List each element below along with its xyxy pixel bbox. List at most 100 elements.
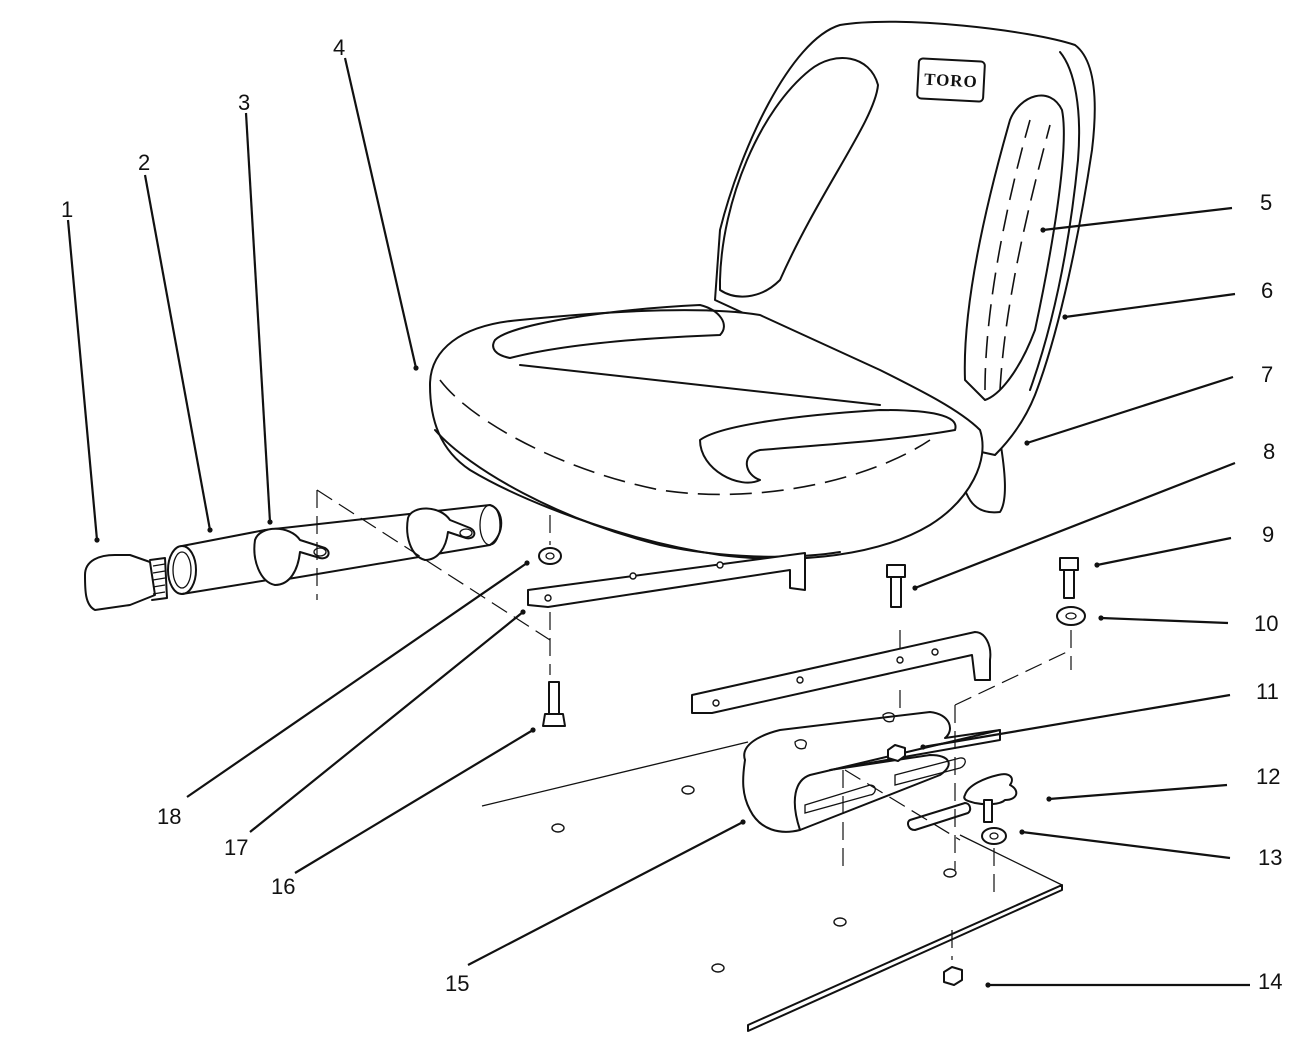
callout-6: 6 <box>1261 278 1273 303</box>
bolt-9-head <box>1059 557 1079 571</box>
leader-11 <box>922 693 1231 749</box>
bolt-16-shank <box>548 681 560 715</box>
leader-2 <box>143 174 212 531</box>
plate-back-edge <box>481 741 749 807</box>
leader-16-dot <box>530 727 536 733</box>
seat-assembly: TORO <box>429 20 1096 560</box>
plate-hole <box>943 868 957 878</box>
leader-3 <box>244 112 272 523</box>
slide-slot-top <box>794 739 807 750</box>
bolt-8-head <box>886 564 906 578</box>
leader-4 <box>343 57 418 369</box>
seat-right-bolster-stitch-2 <box>999 124 1051 391</box>
bracket-hole <box>712 699 720 707</box>
callout-10: 10 <box>1254 611 1278 636</box>
tube-clip-hole-2 <box>459 528 473 538</box>
slide-channel-lower <box>793 729 1001 831</box>
leader-2-dot <box>207 527 213 533</box>
leader-18 <box>186 562 528 798</box>
seat-right-bolster <box>963 94 1065 401</box>
leader-7 <box>1026 375 1234 445</box>
plate-front-edge <box>747 884 1063 1032</box>
manual-tube-assembly <box>84 489 551 641</box>
leader-17 <box>249 611 524 833</box>
leader-12 <box>1048 783 1228 801</box>
rail-hole <box>716 561 724 569</box>
toro-logo-badge <box>916 57 986 103</box>
plate-hole <box>833 917 847 927</box>
leader-1 <box>66 219 99 541</box>
leader-15 <box>467 821 744 966</box>
seat-left-bolster <box>719 57 879 298</box>
callout-15: 15 <box>445 971 469 996</box>
leader-11-dot <box>920 744 926 750</box>
seat-side-roll <box>699 409 957 484</box>
seat-cushion <box>429 309 984 560</box>
tube-cap <box>84 554 156 611</box>
leader-4-dot <box>413 365 419 371</box>
adjust-rod <box>906 802 972 831</box>
tube-coupling-inner <box>172 551 192 589</box>
washer-10-hole <box>1065 612 1077 620</box>
leader-15-dot <box>740 819 746 825</box>
upper-seat-bracket <box>691 631 992 714</box>
bolt-16-head <box>542 713 566 727</box>
seat-right-bolster-stitch <box>984 119 1031 391</box>
plate-hole <box>711 963 725 973</box>
leader-7-dot <box>1024 440 1030 446</box>
callout-9: 9 <box>1262 522 1274 547</box>
slide-slot-top-2 <box>882 712 895 723</box>
callout-5: 5 <box>1260 190 1272 215</box>
callout-11: 11 <box>1256 679 1279 704</box>
leader-5 <box>1042 206 1233 232</box>
seat-cushion-stitch <box>439 379 931 496</box>
callout-14: 14 <box>1258 969 1282 994</box>
leader-5-dot <box>1040 227 1046 233</box>
adjust-knob <box>963 773 1018 806</box>
nut-14 <box>943 966 963 986</box>
rail-hole <box>544 594 552 602</box>
tube-coupling <box>167 545 197 595</box>
callout-16: 16 <box>271 874 295 899</box>
leader-9 <box>1096 536 1232 567</box>
leader-16 <box>294 729 534 874</box>
slide-channel <box>742 711 1001 833</box>
leader-10 <box>1100 616 1229 625</box>
adjust-knob-stud <box>983 799 993 823</box>
callout-12: 12 <box>1256 764 1280 789</box>
callout-7: 7 <box>1261 362 1273 387</box>
leader-1-dot <box>94 537 100 543</box>
nut-11 <box>887 744 906 762</box>
leader-18-dot <box>524 560 530 566</box>
washer-13 <box>981 827 1007 845</box>
plate-right-edge <box>959 834 1063 886</box>
mounting-plate <box>481 741 1063 1032</box>
leader-lines <box>66 57 1250 988</box>
seat-rail <box>527 515 806 727</box>
washer-18-hole <box>545 552 555 560</box>
leader-6-dot <box>1062 314 1068 320</box>
seat-slide-rail <box>527 552 806 608</box>
tube-cap-thread-lines <box>152 563 166 595</box>
leader-6 <box>1064 292 1236 319</box>
washer-10 <box>1056 606 1086 626</box>
leader-10-dot <box>1098 615 1104 621</box>
washer-18 <box>538 547 562 565</box>
bracket-hole <box>931 648 939 656</box>
leader-14-dot <box>985 982 991 988</box>
callout-8: 8 <box>1263 439 1275 464</box>
callout-3: 3 <box>238 90 250 115</box>
plate-hole <box>681 785 695 795</box>
washer-13-hole <box>989 832 999 840</box>
bracket-hole <box>796 676 804 684</box>
toro-logo-text: TORO <box>924 70 979 92</box>
tube-clip-hole <box>313 547 327 557</box>
callout-labels: 1 2 3 4 5 6 7 8 9 10 11 12 13 14 15 16 1… <box>61 35 1282 996</box>
callout-17: 17 <box>224 835 248 860</box>
leader-8-dot <box>912 585 918 591</box>
leader-17-dot <box>520 609 526 615</box>
tube-coupling-body <box>181 529 269 595</box>
callout-13: 13 <box>1258 845 1282 870</box>
